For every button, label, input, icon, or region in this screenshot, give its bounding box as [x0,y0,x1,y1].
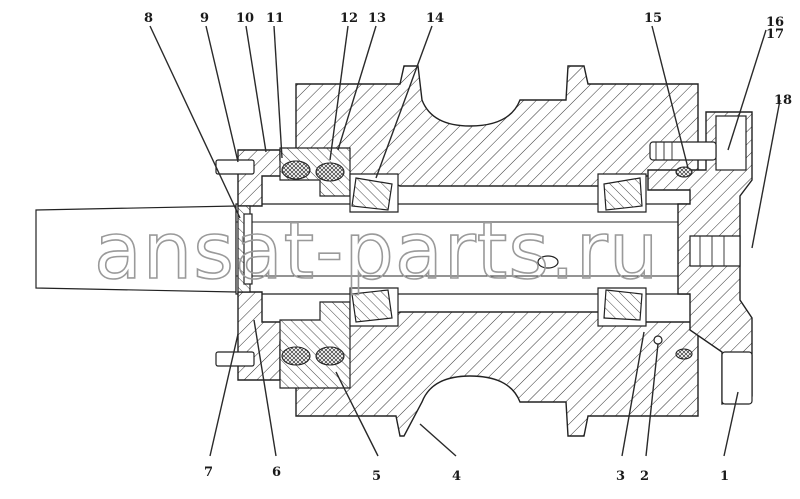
watermark-text: ansat-parts.ru [94,207,659,297]
callout-17: 17 [766,27,784,42]
callout-8: 8 [144,11,153,26]
callout-14: 14 [426,11,444,26]
right-end-cover [647,111,753,405]
callout-6: 6 [272,465,281,480]
callout-labels: 8 9 10 11 12 13 14 15 16 17 18 7 6 5 4 3… [144,11,792,484]
callout-12: 12 [340,11,358,26]
callout-13: 13 [368,11,386,26]
callout-18: 18 [774,93,792,108]
shaft [35,203,691,295]
floating-seal-assemblies [279,147,351,389]
callout-5: 5 [372,469,381,484]
callout-9: 9 [200,11,209,26]
callout-11: 11 [266,11,284,26]
callout-1: 1 [720,469,729,484]
leader-lines [149,25,781,457]
right-bearing [597,173,647,327]
callout-2: 2 [640,469,649,484]
left-bearing [349,173,399,327]
callout-16: 16 [766,15,784,30]
callout-3: 3 [616,469,625,484]
callout-4: 4 [452,469,461,484]
callout-7: 7 [204,465,213,480]
roller-body [295,65,699,437]
callout-10: 10 [236,11,254,26]
callout-15: 15 [644,11,662,26]
